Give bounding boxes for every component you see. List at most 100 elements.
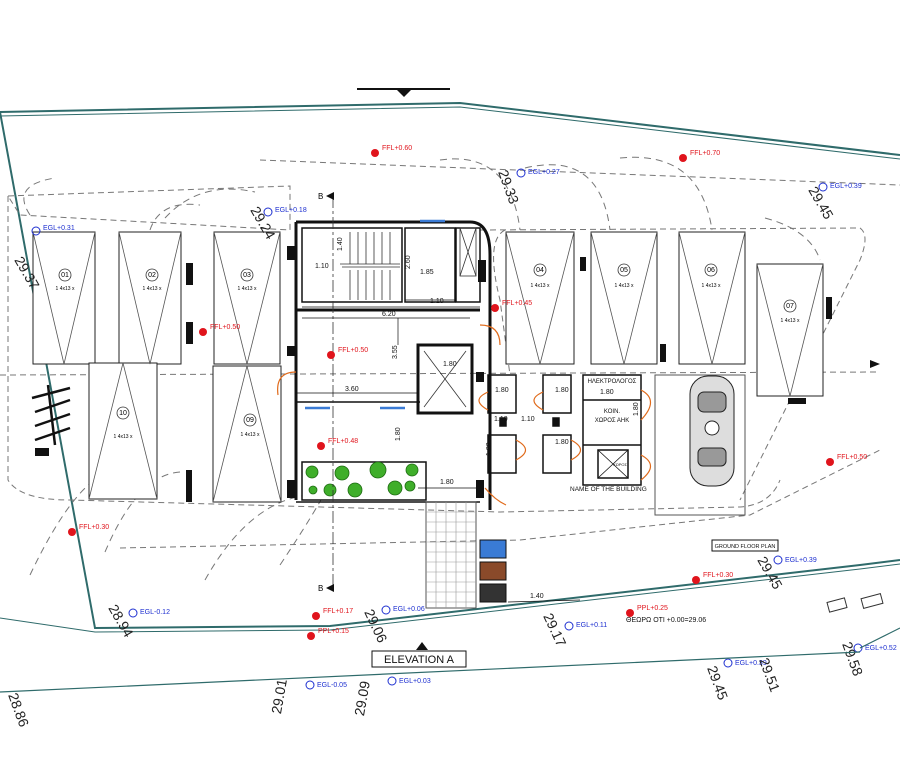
egl-marker: EGL-0.05 bbox=[305, 680, 347, 690]
svg-text:EGL+0.39: EGL+0.39 bbox=[830, 183, 862, 190]
plan-title: GROUND FLOOR PLAN bbox=[711, 539, 779, 552]
section-markers: B B bbox=[318, 192, 334, 593]
room-label-small: ΧΩΡΟΣ bbox=[613, 462, 627, 467]
dim-label: 1.80 bbox=[555, 439, 569, 446]
svg-text:FFL+0.50: FFL+0.50 bbox=[837, 454, 867, 461]
ffl-marker: PPL+0.25 bbox=[626, 605, 668, 617]
svg-text:FFL+0.50: FFL+0.50 bbox=[210, 324, 240, 331]
utility-rooms bbox=[487, 374, 642, 486]
bay-label: 09 bbox=[246, 417, 254, 424]
svg-text:FFL+0.30: FFL+0.30 bbox=[703, 572, 733, 579]
ffl-marker: FFL+0.45 bbox=[491, 300, 532, 312]
bay-label: 06 bbox=[707, 267, 715, 274]
car bbox=[689, 375, 735, 487]
spot-level: 28.86 bbox=[5, 691, 32, 730]
side-markers bbox=[870, 360, 880, 368]
room-labels: ΗΛΕΚΤΡΟΛΟΓΟΣ ΚΟΙΝ. ΧΩΡΟΣ ΑΗΚ ΧΩΡΟΣ bbox=[588, 379, 637, 467]
dim-label: 6.20 bbox=[382, 311, 396, 318]
egl-marker: EGL+0.31 bbox=[31, 225, 75, 236]
bay-code: 1 4x13 x bbox=[781, 318, 800, 324]
ffl-marker: FFL+0.70 bbox=[679, 150, 720, 162]
car-bay bbox=[654, 374, 746, 516]
ffl-marker: FFL+0.30 bbox=[68, 524, 109, 536]
driveway-ramp bbox=[425, 501, 477, 609]
building-name: NAME OF THE BUILDING bbox=[570, 486, 647, 493]
svg-text:FFL+0.17: FFL+0.17 bbox=[323, 608, 353, 615]
room-label-electrical: ΗΛΕΚΤΡΟΛΟΓΟΣ bbox=[588, 379, 637, 385]
bay-code: 1 4x13 x bbox=[615, 283, 634, 289]
egl-marker: EGL+0.03 bbox=[387, 676, 431, 686]
dim-label: 3.55 bbox=[392, 345, 399, 359]
egl-marker: EGL-0.12 bbox=[128, 608, 170, 618]
dim-label: 1.40 bbox=[530, 593, 544, 600]
dim-label: 1.80 bbox=[600, 389, 614, 396]
room-label-common: ΚΟΙΝ. bbox=[604, 409, 620, 415]
bay-codes: 1 4x13 x 1 4x13 x 1 4x13 x 1 4x13 x 1 4x… bbox=[56, 283, 800, 440]
spot-level: 29.01 bbox=[268, 678, 290, 715]
bay-code: 1 4x13 x bbox=[114, 434, 133, 440]
bay-code: 1 4x13 x bbox=[143, 286, 162, 292]
bay-code: 1 4x13 x bbox=[241, 432, 260, 438]
dim-label: 2.60 bbox=[405, 255, 412, 269]
bay-label: 10 bbox=[119, 410, 127, 417]
bay-label: 03 bbox=[243, 272, 251, 279]
ffl-markers: FFL+0.60 FFL+0.70 FFL+0.45 FFL+0.50 FFL+… bbox=[68, 145, 867, 640]
core-building bbox=[294, 220, 492, 510]
bay-code: 1 4x13 x bbox=[702, 283, 721, 289]
north-marker bbox=[357, 88, 450, 97]
spot-level: 29.17 bbox=[540, 611, 569, 650]
svg-text:PPL+0.15: PPL+0.15 bbox=[318, 628, 349, 635]
bay-diagonals bbox=[32, 231, 824, 503]
spot-level: 29.33 bbox=[495, 168, 522, 207]
elevation-label: ELEVATION A bbox=[384, 654, 455, 666]
planter bbox=[301, 461, 427, 501]
bay-code: 1 4x13 x bbox=[238, 286, 257, 292]
egl-marker: EGL+0.39 bbox=[773, 555, 817, 565]
egl-markers: EGL+0.31 EGL+0.18 EGL+0.27 EGL+0.39 EGL-… bbox=[31, 168, 897, 690]
spot-level: 29.51 bbox=[756, 656, 783, 695]
egl-marker: EGL+0.39 bbox=[818, 182, 862, 192]
dim-label: 1.10 bbox=[315, 263, 329, 270]
dim-label: 1.80 bbox=[440, 479, 454, 486]
ffl-marker: FFL+0.50 bbox=[199, 324, 240, 336]
columns bbox=[35, 246, 832, 502]
elevation-a: ELEVATION A bbox=[371, 642, 467, 668]
svg-text:EGL+0.06: EGL+0.06 bbox=[393, 606, 425, 613]
spot-level: 28.94 bbox=[105, 602, 136, 641]
lift-shaft bbox=[423, 227, 477, 408]
svg-text:EGL+0.11: EGL+0.11 bbox=[576, 622, 607, 629]
dim-label: 1.80 bbox=[395, 427, 402, 441]
svg-text:EGL+0.27: EGL+0.27 bbox=[528, 169, 560, 176]
section-marker-top: B bbox=[318, 192, 323, 201]
egl-marker: EGL+0.18 bbox=[263, 207, 307, 217]
bay-label: 05 bbox=[620, 267, 628, 274]
ffl-marker: FFL+0.48 bbox=[317, 438, 358, 450]
spot-level: 29.58 bbox=[839, 640, 866, 679]
road-lines bbox=[0, 627, 900, 693]
ffl-marker: FFL+0.17 bbox=[312, 608, 353, 620]
svg-text:FFL+0.60: FFL+0.60 bbox=[382, 145, 412, 152]
spot-level: 29.45 bbox=[754, 554, 785, 593]
bay-code: 1 4x13 x bbox=[531, 283, 550, 289]
bay-label: 07 bbox=[786, 303, 794, 310]
dim-label: 1.80 bbox=[443, 361, 457, 368]
svg-text:EGL+0.52: EGL+0.52 bbox=[865, 645, 897, 652]
svg-text:EGL+0.03: EGL+0.03 bbox=[399, 678, 431, 685]
egl-marker: EGL+0.27 bbox=[516, 168, 560, 178]
svg-text:EGL-0.12: EGL-0.12 bbox=[140, 609, 170, 616]
dim-label: 1.40 bbox=[337, 237, 344, 251]
bay-label: 04 bbox=[536, 267, 544, 274]
dim-label: 3.60 bbox=[345, 386, 359, 393]
svg-text:PPL+0.25: PPL+0.25 bbox=[637, 605, 668, 612]
glazing bbox=[305, 219, 445, 410]
dim-label: 1.80 bbox=[486, 442, 493, 456]
svg-text:FFL+0.70: FFL+0.70 bbox=[690, 150, 720, 157]
dim-label: 1.10 bbox=[521, 416, 535, 423]
datum-note: ΘΕΩΡΩ ΟΤΙ +0.00=29.06 bbox=[626, 617, 706, 624]
svg-text:EGL+0.18: EGL+0.18 bbox=[275, 207, 307, 214]
egl-marker: EGL+0.11 bbox=[564, 621, 607, 631]
ffl-marker: FFL+0.50 bbox=[826, 454, 867, 466]
ffl-marker: FFL+0.60 bbox=[371, 145, 412, 157]
bay-label: 01 bbox=[61, 272, 69, 279]
